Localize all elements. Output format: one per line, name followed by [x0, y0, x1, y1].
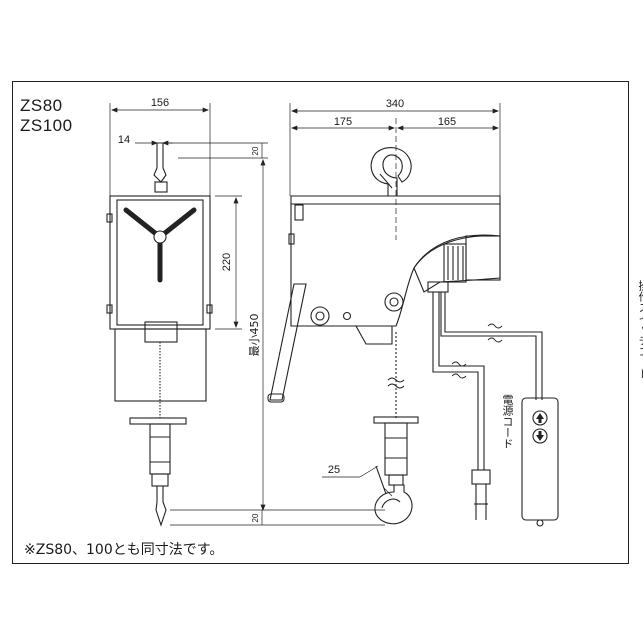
front-top-hook-shank	[154, 181, 168, 193]
front-swivel	[151, 473, 169, 487]
up-arrow-icon	[532, 410, 548, 426]
front-bolt	[106, 304, 113, 314]
dim-total-length: 340	[386, 98, 404, 110]
side-skirt	[355, 325, 393, 345]
side-latch	[294, 204, 304, 221]
front-hub	[153, 230, 167, 244]
side-hook-latch	[379, 173, 393, 189]
dim-right-length: 165	[438, 116, 456, 128]
power-cord-label: 電源コード	[459, 394, 514, 448]
side-bottom-hook-latch	[375, 465, 387, 495]
side-body	[290, 195, 501, 327]
side-bottom-hook	[374, 484, 413, 525]
front-dimensions	[109, 103, 385, 526]
front-top-hook	[153, 142, 167, 183]
dim-hook-offset: 14	[118, 134, 130, 146]
front-lower-housing	[114, 328, 207, 402]
front-bolt	[206, 304, 213, 314]
side-knob	[384, 292, 404, 312]
footnote: ※ZS80、100とも同寸法です。	[24, 542, 224, 558]
down-arrow-icon	[532, 428, 548, 444]
side-swivel	[388, 474, 404, 486]
front-view	[106, 142, 213, 527]
dim-front-width: 156	[151, 97, 169, 109]
side-screw	[342, 311, 352, 321]
dim-top-gap: 20	[251, 146, 260, 155]
front-body-panel	[116, 199, 204, 326]
front-bottom-hook	[155, 485, 167, 527]
switch-cord-label: 操作スイッチコード	[551, 279, 643, 378]
dim-min-height: 最小450	[248, 314, 261, 357]
dim-bottom-gap: 20	[251, 513, 260, 522]
pendant-ring	[536, 519, 544, 527]
model-name-zs100: ZS100	[20, 116, 73, 135]
side-motor-cap	[465, 235, 501, 281]
side-cord-bushing	[427, 281, 449, 293]
front-pulley-body	[149, 423, 171, 475]
drawing-frame	[12, 81, 629, 564]
dim-left-length: 175	[334, 116, 352, 128]
front-guide-block	[144, 321, 178, 343]
dim-body-height: 220	[221, 253, 233, 271]
switch-cord	[440, 292, 543, 400]
model-name-zs80: ZS80	[20, 96, 63, 115]
side-knob	[310, 306, 330, 326]
power-plug-body	[471, 469, 491, 485]
side-lever-arm	[269, 283, 307, 401]
side-lever-grip	[267, 393, 285, 403]
front-bolt	[106, 213, 113, 223]
pendant-switch	[521, 397, 559, 527]
side-dimensions	[289, 103, 501, 497]
side-pulley-body	[384, 422, 408, 476]
front-pulley-plate	[129, 417, 187, 425]
dim-hook-opening: 25	[328, 464, 340, 476]
side-top-hook	[370, 147, 412, 197]
power-cord	[432, 292, 491, 520]
front-y-rib	[123, 207, 197, 283]
side-view	[267, 147, 501, 525]
